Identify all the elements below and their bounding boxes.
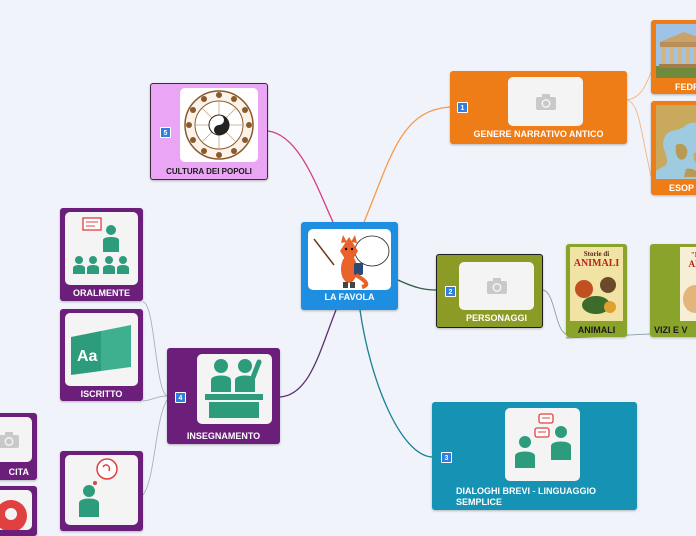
map-photo — [656, 105, 696, 179]
node-number-badge: 5 — [160, 127, 171, 138]
node-question[interactable] — [0, 486, 37, 536]
link-personaggi — [397, 279, 437, 291]
node-esopo[interactable]: ESOP — [651, 101, 696, 195]
temple-photo — [656, 24, 696, 78]
zodiac-wheel-icon — [180, 88, 258, 162]
link-cultura — [267, 130, 334, 223]
link-lower — [142, 399, 168, 496]
book-cover-title-small: Storie di — [583, 250, 610, 258]
node-fedro[interactable]: FEDR — [651, 20, 696, 94]
node-label: ESOP — [669, 183, 695, 193]
node-label: INSEGNAMENTO — [186, 431, 261, 441]
node-label: VIZI E V — [654, 325, 688, 335]
book-letters: Aa — [77, 348, 98, 365]
link-genere — [363, 106, 451, 223]
node-oralmente[interactable]: ORALMENTE — [60, 208, 143, 301]
node-label: CITA — [8, 467, 29, 477]
link-iscritto — [142, 395, 168, 402]
node-label: ANIMALI — [577, 325, 616, 335]
dialogue-icon — [505, 408, 580, 481]
camera-icon — [508, 77, 583, 126]
link-animali — [542, 289, 567, 335]
node-vizi-e-virtu[interactable]: "F AN VIZI E V — [650, 244, 696, 337]
link-oralmente — [142, 301, 168, 397]
book-cover-animali: Storie di ANIMALI — [570, 247, 623, 321]
node-label: ISCRITTO — [80, 389, 123, 399]
node-label: DIALOGHI BREVI - LINGUAGGIO SEMPLICE — [456, 486, 597, 507]
node-number-badge: 3 — [441, 452, 452, 463]
link-insegnamento — [279, 309, 337, 398]
node-iscritto[interactable]: Aa ISCRITTO — [60, 309, 143, 401]
thinking-icon — [65, 455, 138, 525]
camera-icon — [0, 417, 32, 462]
link-dialoghi — [359, 309, 433, 458]
camera-icon — [459, 262, 534, 310]
node-animali[interactable]: Storie di ANIMALI ANIMALI — [566, 244, 627, 337]
fox-teacher-icon — [308, 229, 391, 290]
node-pensiero[interactable] — [60, 451, 143, 531]
node-number-badge: 1 — [457, 102, 468, 113]
link-esopo — [626, 99, 653, 181]
link-fedro — [626, 69, 653, 101]
node-number-badge: 4 — [175, 392, 186, 403]
node-label: GENERE NARRATIVO ANTICO — [473, 129, 604, 139]
node-cultura-dei-popoli[interactable]: 5 CULTURA DEI POPOLI — [150, 83, 268, 180]
node-genere-narrativo-antico[interactable]: 1 GENERE NARRATIVO ANTICO — [450, 71, 627, 144]
node-label: PERSONAGGI — [465, 313, 527, 323]
node-dialoghi-brevi[interactable]: 3 DIALOGHI BREVI - LINGUAGGIO SEMPLICE — [432, 402, 637, 510]
students-icon — [65, 212, 138, 285]
question-icon — [0, 490, 32, 530]
book-icon: Aa — [65, 313, 138, 386]
node-label: CULTURA DEI POPOLI — [166, 167, 252, 176]
center-node-la-favola[interactable]: LA FAVOLA — [301, 222, 398, 310]
node-number-badge: 2 — [445, 286, 456, 297]
cover-text-small: "F — [690, 251, 696, 259]
center-label: LA FAVOLA — [324, 292, 375, 302]
book-cover-title-large: ANIMALI — [573, 258, 620, 269]
node-cita[interactable]: CITA — [0, 413, 37, 480]
node-personaggi[interactable]: 2 PERSONAGGI — [436, 254, 543, 328]
node-label: FEDR — [675, 82, 696, 92]
cover-text-large: AN — [688, 259, 696, 269]
book-cover-favole: "F AN — [680, 247, 696, 321]
node-label: ORALMENTE — [73, 288, 130, 298]
teacher-class-icon — [197, 354, 272, 424]
node-insegnamento[interactable]: 4 INSEGNAMENTO — [167, 348, 280, 444]
